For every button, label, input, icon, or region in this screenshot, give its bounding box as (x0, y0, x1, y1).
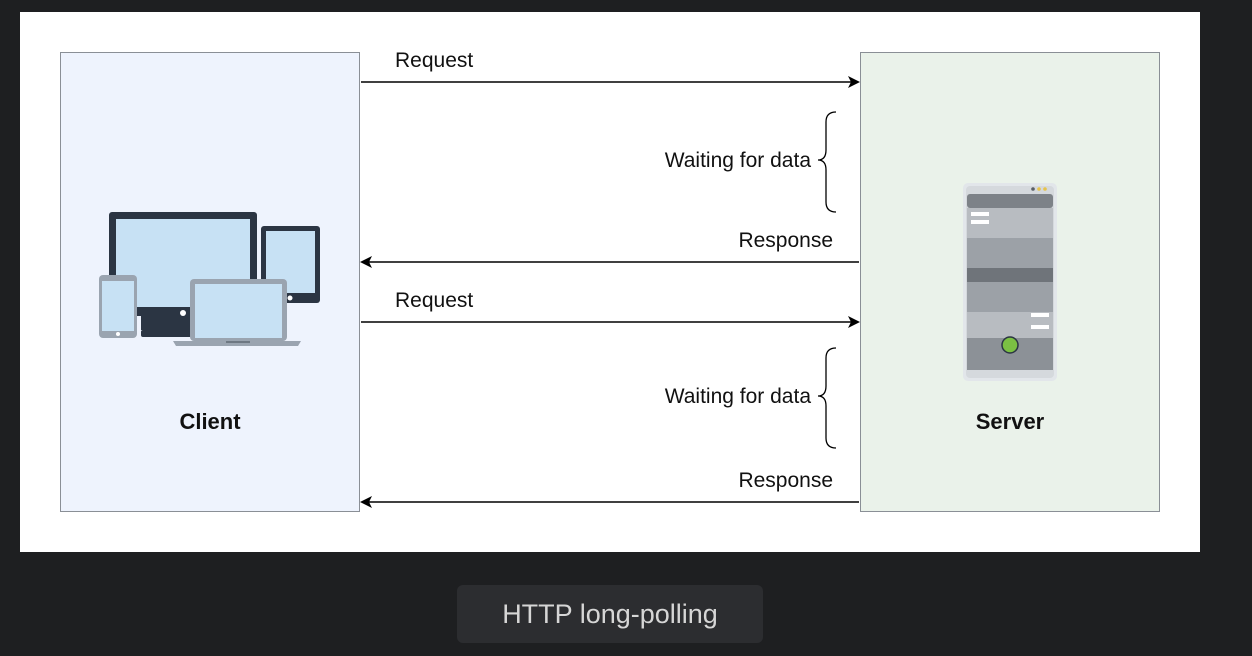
client-label: Client (179, 409, 241, 434)
server-tower-icon (963, 183, 1057, 381)
client-box: Client (60, 52, 360, 512)
request-label-1: Request (395, 49, 474, 72)
server-label: Server (975, 409, 1045, 434)
figure-caption: HTTP long-polling (457, 585, 763, 643)
waiting-label-1: Waiting for data (664, 149, 811, 172)
request-label-2: Request (395, 289, 474, 312)
waiting-label-2: Waiting for data (664, 385, 811, 408)
server-box: Server (860, 52, 1160, 512)
response-label-2: Response (738, 469, 833, 492)
response-label-1: Response (738, 229, 833, 252)
devices-icon (99, 212, 320, 346)
